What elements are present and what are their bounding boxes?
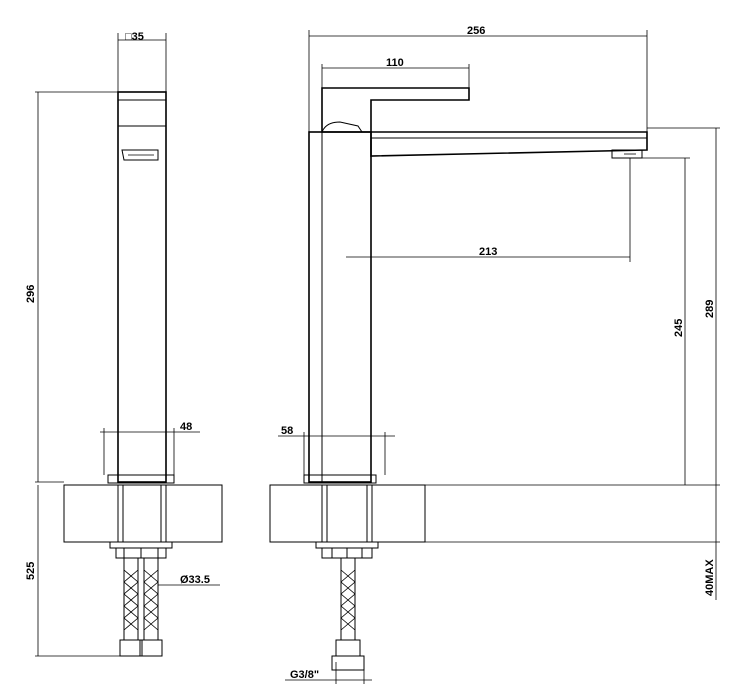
square-label: □35: [125, 31, 144, 43]
side-base-plate: [303, 474, 377, 484]
dim-base-side: 58: [278, 425, 395, 475]
base-front-label: 48: [180, 421, 192, 433]
front-countertop: [63, 484, 223, 543]
side-faucet-body: [308, 131, 372, 483]
reach-label: 213: [479, 246, 497, 258]
side-countertop: [269, 484, 426, 543]
side-nut-washer: [315, 541, 379, 549]
dim-connection: G3/8": [285, 662, 372, 684]
front-view: □35 296 525 48 Ø33.5: [25, 31, 223, 657]
dim-thickness-max: 40MAX: [704, 485, 717, 600]
dim-handle-length: 110: [321, 57, 470, 88]
depth-label: 525: [25, 562, 37, 580]
front-faucet-body: [117, 91, 167, 483]
connection-label: G3/8": [290, 669, 319, 681]
front-hoses: [119, 557, 163, 657]
dim-length: 256: [308, 25, 648, 132]
outlet-height-label: 245: [673, 319, 685, 337]
side-outlet: [611, 149, 643, 159]
dim-outlet-height: 245: [642, 157, 690, 485]
side-handle-cap: [321, 121, 363, 133]
spout-height-label: 289: [704, 300, 716, 318]
dim-pipe-diameter: Ø33.5: [158, 574, 220, 586]
dim-spout-height: 289: [647, 127, 720, 485]
length-label: 256: [467, 25, 485, 37]
front-nut-washer: [109, 541, 173, 549]
dim-square: □35: [117, 31, 167, 92]
side-view: 256 110 213 245 289 40MAX: [269, 25, 720, 684]
dim-reach: 213: [346, 158, 631, 262]
dim-height-total: 296: [25, 91, 118, 482]
handle-length-label: 110: [386, 57, 404, 69]
pipe-diameter-label: Ø33.5: [180, 574, 210, 586]
dim-depth: 525: [25, 481, 120, 657]
front-aerator: [121, 149, 159, 161]
dim-base-front: 48: [100, 421, 200, 475]
side-handle: [321, 87, 470, 133]
front-base-plate: [107, 474, 175, 484]
side-spout: [370, 131, 648, 157]
thickness-max-label: 40MAX: [704, 559, 716, 596]
height-total-label: 296: [25, 285, 37, 303]
base-side-label: 58: [281, 425, 293, 437]
side-hose: [331, 557, 365, 671]
